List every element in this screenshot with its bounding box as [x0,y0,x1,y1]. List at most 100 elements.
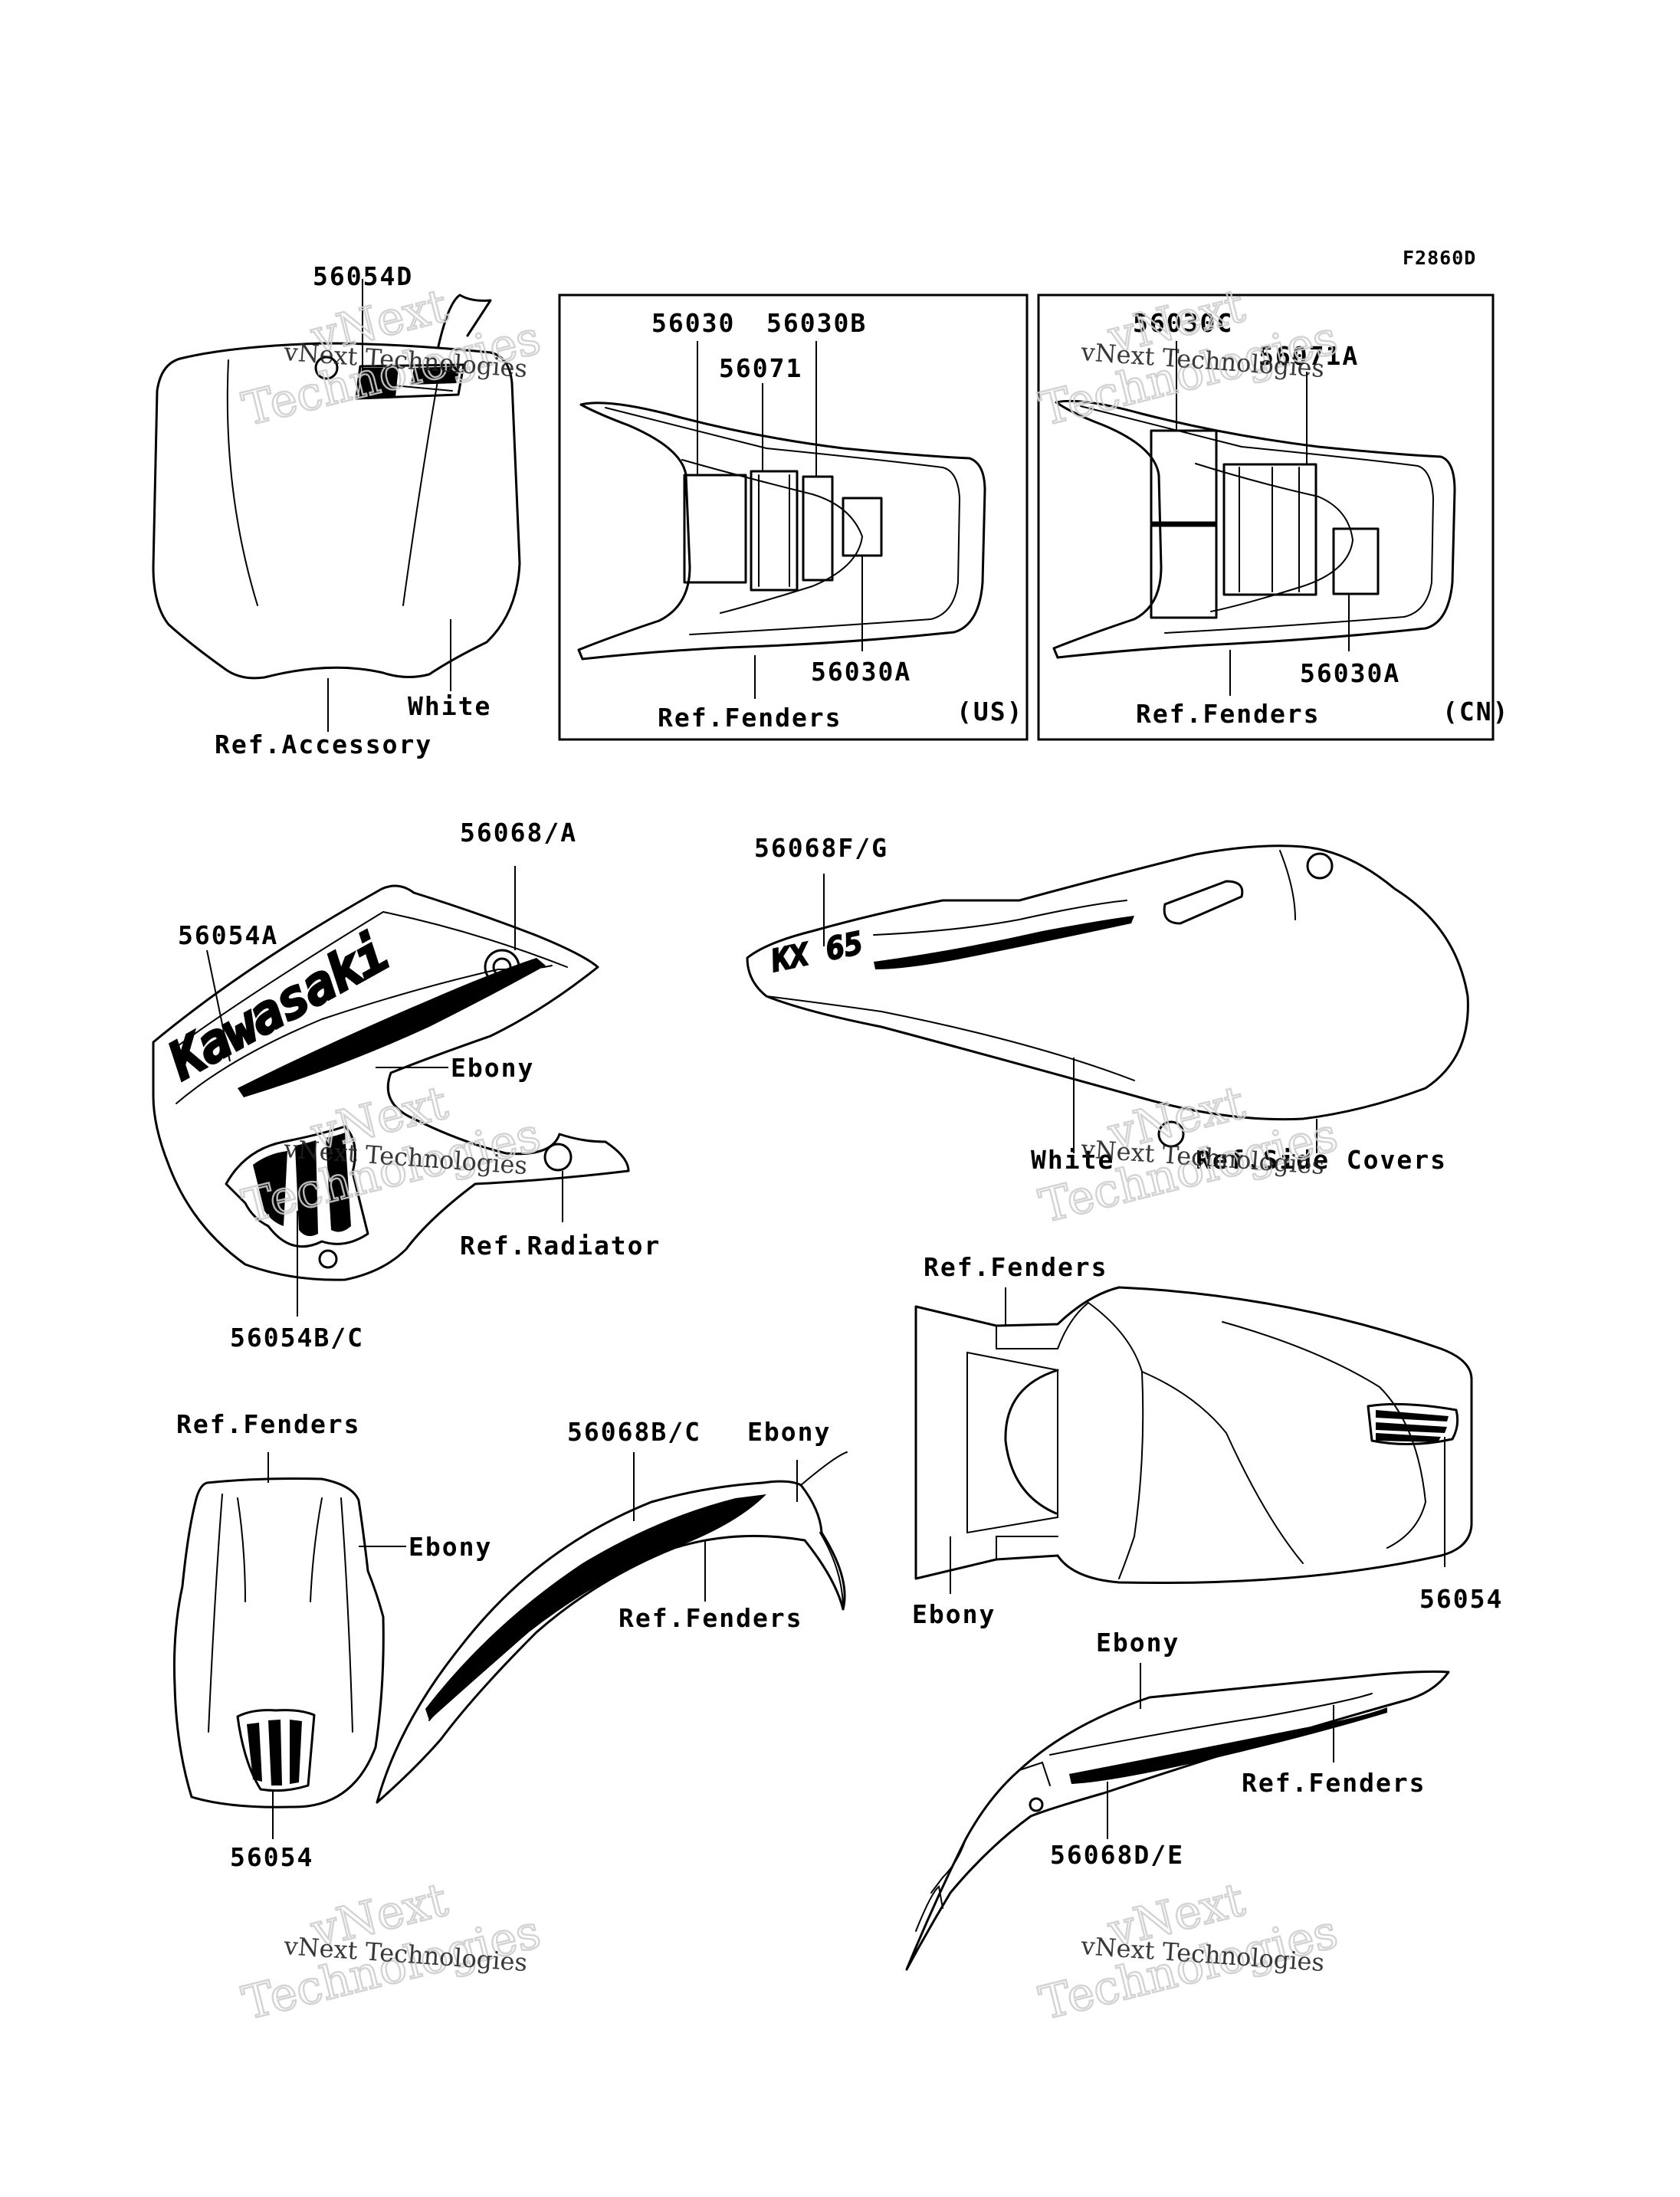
rear-fender-top-outline [914,1286,1473,1585]
cn-panel-frame [1037,293,1495,741]
side-cover-dark-stripe [874,916,1134,969]
label-56068BC-text: 56068B/C [567,1417,701,1447]
label-ref-side-covers: Ref.Side Covers [1196,1145,1447,1175]
decal-56030C-top [1150,429,1218,524]
kx65-logo: KX 65 [767,925,867,980]
decal-56071 [750,470,799,592]
rear-fender-top-panel: Ref.Fenders Ebony 56054 [912,1252,1503,1629]
label-ref-fenders-front-side: Ref.Fenders [619,1603,803,1633]
number-plate-outline [152,342,521,680]
front-fender-side-edge [819,1532,844,1610]
label-ebony-rear-top: Ebony [912,1599,996,1629]
rear-fender-top-rib [1141,1371,1304,1564]
front-fender-side-panel: 56068B/C Ebony Ref.Fenders [376,1417,848,1804]
decal-56030A-us [842,497,883,557]
shroud-outline [152,884,630,1281]
monster-claw-rear [1367,1402,1459,1446]
rear-fender-side-stripe [1049,1693,1373,1756]
label-ebony-rear-side: Ebony [1096,1628,1180,1658]
shroud-mount-upper [484,949,520,985]
number-plate-panel: 56054D White Ref.Accessory [152,261,521,759]
rear-fender-cn-panel: 56030C 56071A 56030A Ref.Fenders (CN) [1037,293,1509,741]
number-plate-decal [355,363,465,400]
front-fender-top-rib-right [340,1497,353,1733]
side-cover-lower-edge [766,995,1135,1081]
shroud-black-stripe [238,958,546,1097]
label-56054A: 56054A [178,920,278,950]
decal-56030 [683,474,747,584]
label-56030B: 56030B [766,308,867,338]
number-plate-groove-left [226,359,258,606]
rear-fender-side-tail [930,1838,966,1894]
label-56030A-us: 56030A [811,657,911,687]
front-fender-side-stripe [428,1601,553,1721]
shroud-mount-upper-inner [492,957,512,977]
label-ref-fenders-cn: Ref.Fenders [1136,699,1321,729]
side-cover-seam [1279,850,1296,920]
rear-fender-side-hole [1029,1797,1044,1812]
cn-fender-outline [1052,399,1456,659]
front-fender-side-tab [800,1451,848,1486]
rear-fender-side-decal [1069,1707,1387,1784]
side-cover-hole-top [1306,852,1334,880]
shroud-mount-bottom [318,1249,338,1269]
front-fender-side-decal [425,1494,766,1720]
number-plate-groove-right [402,367,441,606]
side-cover-hole-bottom [1157,1120,1185,1148]
label-56068DE: 56068D/E [1050,1840,1184,1870]
cn-fender-inner-line [1080,405,1435,634]
front-fender-top-rib-b [310,1497,323,1602]
kx65-logo-text: KX 65 [768,926,866,979]
front-fender-top-panel: Ref.Fenders Ebony 56054 [172,1409,492,1872]
rear-fender-side-panel: Ebony Ref.Fenders 56068D/E [905,1628,1450,1971]
side-cover-stripe [873,900,1127,936]
label-region-cn: (CN) [1442,697,1509,726]
us-fender-inner-line [605,407,961,635]
monster-claw-front [236,1709,316,1792]
label-ref-fenders-rear-side: Ref.Fenders [1242,1768,1426,1798]
front-fender-top-rib-a [237,1497,246,1602]
rear-fender-top-notch-a [996,1325,1058,1349]
label-ref-accessory: Ref.Accessory [215,730,432,759]
decal-56030B [802,475,834,582]
us-fender-outline [577,402,986,661]
front-fender-side-outline [376,1480,846,1804]
decal-56071A [1222,463,1317,596]
decal-56030A-cn [1332,527,1380,595]
rear-fender-top-notch-b [996,1536,1058,1560]
label-ebony-front-top: Ebony [409,1532,492,1562]
side-cover-outline [746,844,1469,1121]
rear-fender-us-panel: 56030 56030B 56071 56030A Ref.Fenders (U… [558,293,1029,741]
label-56054-rear: 56054 [1419,1584,1503,1614]
shroud-mount-lower [543,1143,573,1172]
label-ref-fenders-front-top: Ref.Fenders [176,1409,361,1439]
label-56054BC: 56054B/C [230,1323,364,1353]
rear-fender-top-arc [1004,1369,1059,1515]
us-fender-inner-curve [681,459,864,614]
label-56030C: 56030C [1133,308,1233,338]
label-white-cover: White [1031,1145,1114,1175]
label-ebony-front-side: Ebony [747,1417,831,1447]
number-plate-top-tab [437,293,492,348]
label-white-plate: White [408,691,491,721]
cn-fender-inner-curve [1195,463,1354,612]
rear-fender-top-ridge [1088,1302,1144,1579]
figure-code: F2860D [1403,247,1476,269]
label-56054-front: 56054 [230,1842,313,1872]
label-56030A-cn: 56030A [1300,658,1400,688]
rear-fender-side-tip [915,1885,943,1932]
label-56068FG: 56068F/G [754,833,888,863]
rear-fender-top-inner-a [1057,1302,1089,1349]
label-ref-radiator: Ref.Radiator [460,1231,661,1261]
rear-fender-side-bracket [1019,1761,1051,1786]
rear-fender-side-outline [905,1670,1450,1971]
front-fender-top-outline [172,1477,385,1808]
label-56071: 56071 [719,353,802,383]
rear-fender-top-hollow [966,1351,1058,1534]
us-panel-frame [558,293,1029,741]
label-ref-fenders-rear-top: Ref.Fenders [924,1252,1108,1282]
label-ref-fenders-us: Ref.Fenders [658,703,842,733]
label-56071A: 56071A [1258,341,1359,371]
label-56068A: 56068/A [460,818,577,848]
